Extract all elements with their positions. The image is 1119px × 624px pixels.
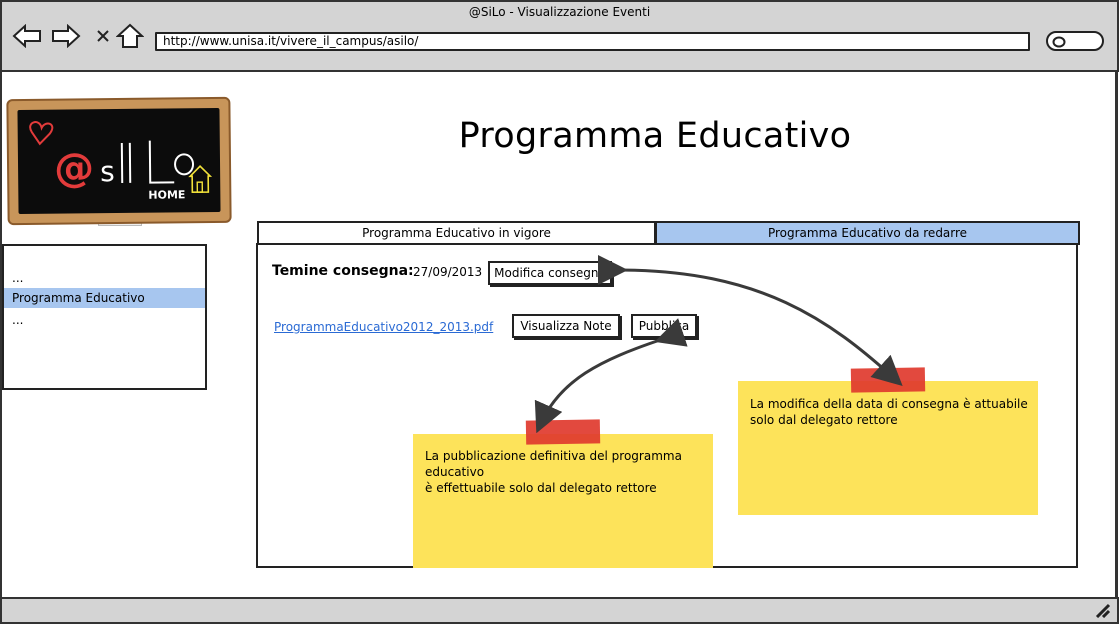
resize-grip-icon[interactable] (1094, 602, 1112, 619)
sidebar-menu: ... Programma Educativo ... (2, 244, 207, 390)
back-arrow-icon[interactable] (12, 22, 42, 50)
search-icon (1052, 34, 1066, 48)
sticky-note-deadline: La modifica della data di consegna è att… (738, 381, 1038, 515)
modify-deadline-button[interactable]: Modifica consegna (488, 261, 612, 285)
tab-programma-da-redarre[interactable]: Programma Educativo da redarre (655, 221, 1080, 245)
deadline-value: 27/09/2013 (413, 265, 483, 279)
svg-text:HOME: HOME (148, 188, 185, 201)
window-border-right (1115, 70, 1118, 598)
home-icon[interactable] (115, 22, 145, 50)
close-icon[interactable] (88, 22, 118, 50)
address-bar[interactable]: http://www.unisa.it/vivere_il_campus/asi… (155, 32, 1030, 51)
svg-text:s: s (100, 155, 115, 188)
sidebar-item-more-top[interactable]: ... (12, 271, 24, 285)
sidebar-item-more-bottom[interactable]: ... (12, 313, 24, 327)
pdf-file-link[interactable]: ProgrammaEducativo2012_2013.pdf (274, 320, 494, 334)
status-bar (0, 597, 1119, 624)
asilo-logo[interactable]: @ s HOME (6, 96, 232, 226)
deadline-label: Temine consegna: (272, 263, 414, 279)
sticky-note-publish: La pubblicazione definitiva del programm… (413, 434, 713, 568)
page-title: Programma Educativo (458, 116, 852, 156)
window-title: @SiLo - Visualizzazione Eventi (468, 5, 651, 19)
forward-arrow-icon[interactable] (51, 22, 81, 50)
sidebar-item-programma-educativo[interactable]: Programma Educativo (4, 288, 205, 308)
window-border-left (0, 70, 2, 598)
svg-text:@: @ (54, 145, 94, 191)
